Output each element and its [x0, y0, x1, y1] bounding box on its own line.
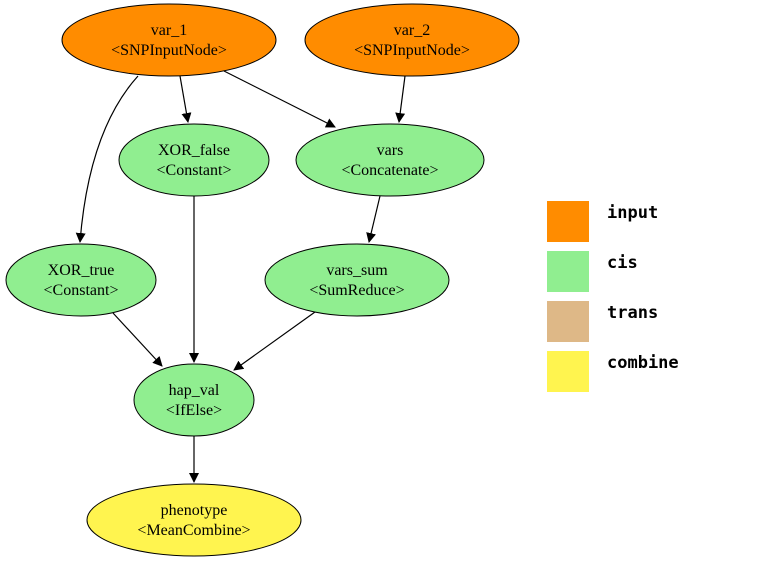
edge-var_1-to-XOR_true	[75, 75, 139, 243]
node-shape	[118, 123, 270, 197]
node-type: <Constant>	[44, 282, 119, 299]
node-shape	[86, 483, 302, 557]
node-name: phenotype	[161, 502, 228, 519]
legend-swatch	[547, 351, 589, 392]
node-name: var_2	[394, 22, 430, 39]
node-type: <SNPInputNode>	[111, 42, 227, 59]
node-name: XOR_true	[48, 262, 115, 279]
node-name: XOR_false	[158, 142, 230, 159]
legend-swatch	[547, 201, 589, 242]
legend-label: combine	[607, 353, 679, 373]
node-type: <MeanCombine>	[137, 522, 250, 539]
node-type: <Constant>	[157, 162, 232, 179]
nodes-layer: var_1 <SNPInputNode> var_2 <SNPInputNode> XO…	[5, 3, 520, 557]
legend: input cis trans combine	[547, 201, 679, 392]
node-XOR_false: XOR_false <Constant>	[118, 123, 270, 197]
legend-label: input	[607, 203, 658, 223]
node-shape	[304, 3, 520, 77]
node-type: <IfElse>	[166, 402, 222, 419]
legend-item-input: input	[547, 201, 658, 242]
node-name: var_1	[151, 22, 187, 39]
edge-var_2-to-vars	[395, 75, 406, 123]
node-shape	[61, 3, 277, 77]
node-name: vars_sum	[326, 262, 388, 279]
node-vars: vars <Concatenate>	[295, 123, 485, 197]
legend-label: cis	[607, 253, 638, 273]
node-phenotype: phenotype <MeanCombine>	[86, 483, 302, 557]
edge-vars-to-vars_sum	[366, 195, 381, 243]
node-XOR_true: XOR_true <Constant>	[5, 243, 157, 317]
legend-item-cis: cis	[547, 251, 638, 292]
edge-XOR_true-to-hap_val	[112, 312, 163, 367]
node-shape	[295, 123, 485, 197]
legend-item-combine: combine	[547, 351, 679, 392]
edge-vars_sum-to-hap_val	[233, 311, 316, 371]
node-shape	[5, 243, 157, 317]
node-shape	[264, 243, 450, 317]
node-type: <SumReduce>	[309, 282, 404, 299]
edge-var_1-to-XOR_false	[179, 75, 192, 123]
node-name: hap_val	[169, 382, 220, 399]
node-vars_sum: vars_sum <SumReduce>	[264, 243, 450, 317]
edge-var_1-to-vars	[223, 70, 336, 128]
legend-swatch	[547, 301, 589, 342]
node-var_2: var_2 <SNPInputNode>	[304, 3, 520, 77]
legend-swatch	[547, 251, 589, 292]
node-type: <Concatenate>	[341, 162, 438, 179]
node-var_1: var_1 <SNPInputNode>	[61, 3, 277, 77]
node-shape	[133, 363, 255, 437]
node-name: vars	[377, 142, 404, 159]
node-type: <SNPInputNode>	[354, 42, 470, 59]
edges-layer	[75, 70, 406, 483]
legend-label: trans	[607, 303, 658, 323]
node-hap_val: hap_val <IfElse>	[133, 363, 255, 437]
legend-item-trans: trans	[547, 301, 658, 342]
